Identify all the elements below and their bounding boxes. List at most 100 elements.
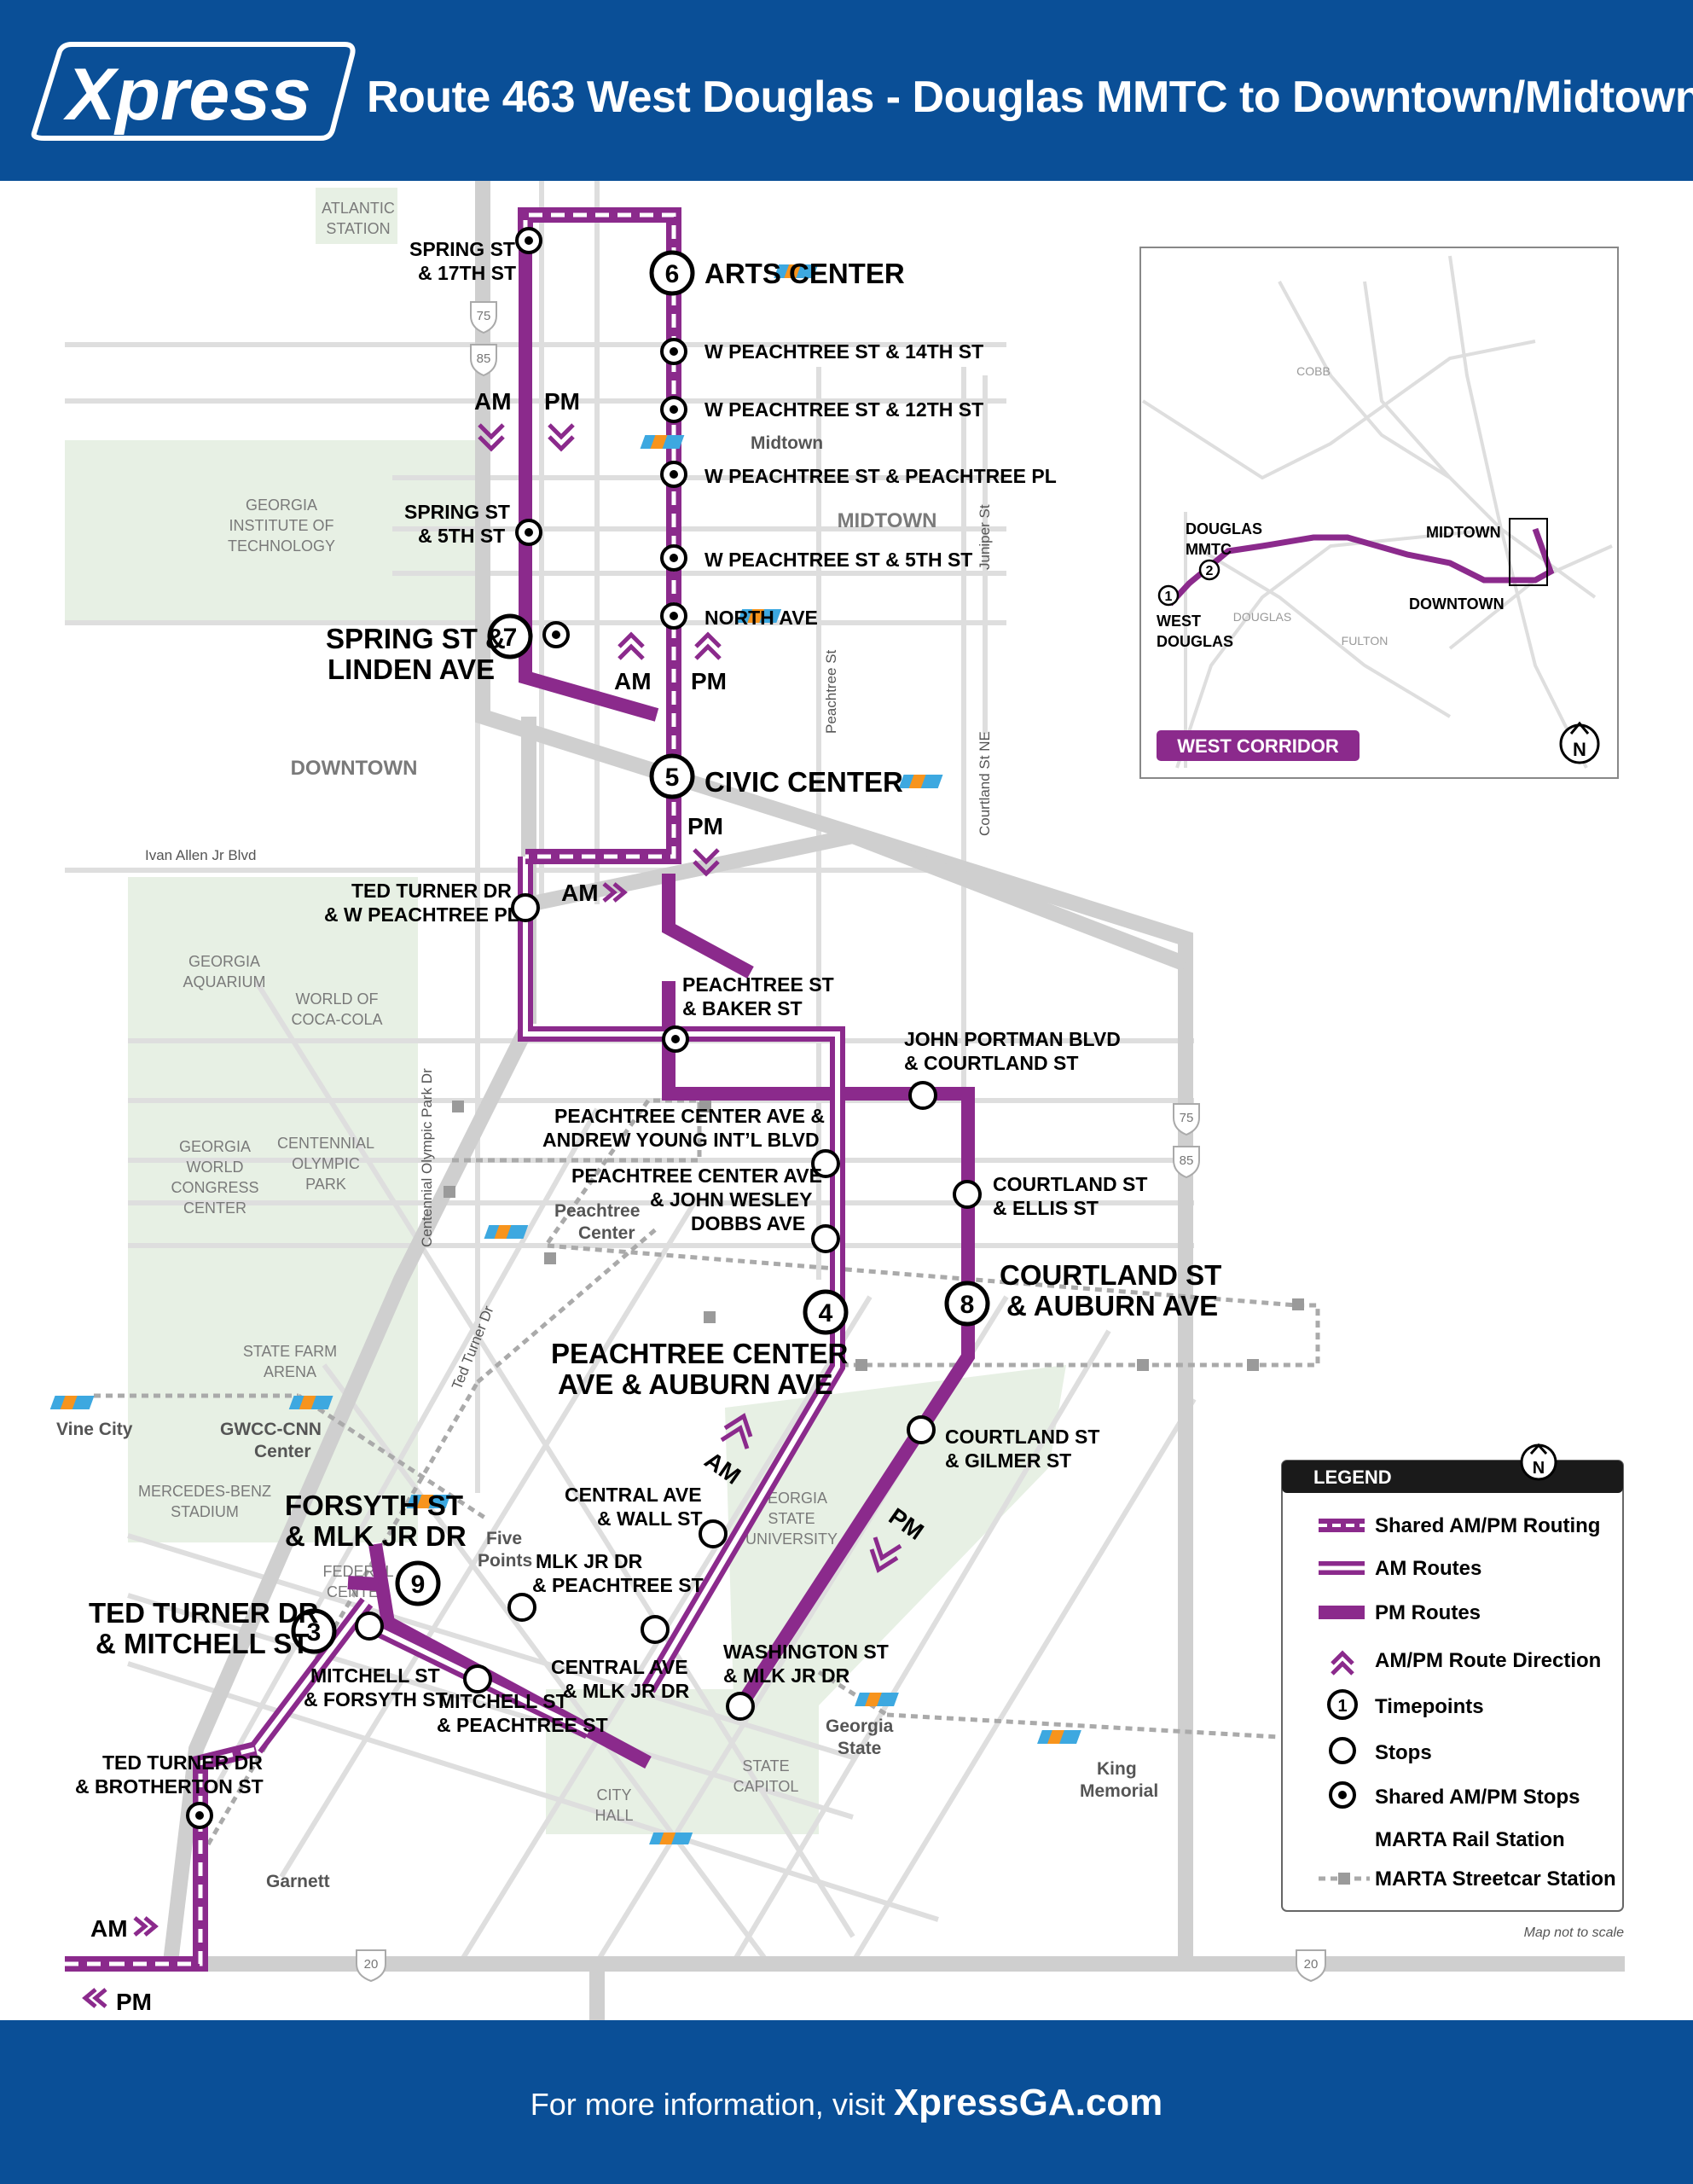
shared-route xyxy=(65,207,681,1972)
tp5-label: CIVIC CENTER xyxy=(704,766,903,798)
inset-cobb: COBB xyxy=(1296,364,1331,378)
legend-title: LEGEND xyxy=(1313,1467,1392,1488)
mlk-peachtree-1: MLK JR DR xyxy=(536,1550,643,1572)
svg-text:20: 20 xyxy=(364,1957,379,1972)
marta-icon-five-points xyxy=(406,1495,451,1508)
direction-chevrons xyxy=(82,423,902,2008)
rail-king-1: King xyxy=(1097,1759,1137,1779)
arena-2: ARENA xyxy=(264,1363,316,1380)
pm-label-up: PM xyxy=(691,668,727,694)
chevron-am-right-bottom xyxy=(133,1916,159,1937)
tp9-label-2: & MLK JR DR xyxy=(285,1520,467,1552)
inset-north-arrow-icon: N xyxy=(1559,721,1600,764)
ted-turner-brotherton-2: & BROTHERTON ST xyxy=(75,1775,264,1798)
street-courtland: Courtland St NE xyxy=(977,731,993,836)
cityhall-1: CITY xyxy=(596,1786,631,1804)
svg-text:20: 20 xyxy=(1304,1957,1319,1972)
rail-peachtree-center-2: Center xyxy=(578,1223,635,1243)
inset-stop-1: 1 xyxy=(1165,590,1173,604)
not-to-scale-note: Map not to scale xyxy=(1524,1926,1625,1940)
header-bar: Xpress Route 463 West Douglas - Douglas … xyxy=(0,0,1693,181)
chevron-pm-down-courtland xyxy=(869,1536,902,1573)
cop-1: CENTENNIAL xyxy=(277,1135,374,1152)
marta-icon-civic-center xyxy=(898,775,943,788)
midtown-label: MIDTOWN xyxy=(838,509,937,532)
am-label-north: AM xyxy=(474,388,512,415)
atlantic-station-1: ATLANTIC xyxy=(322,200,395,217)
rail-station-labels: Midtown Peachtree Center Vine City GWCC-… xyxy=(56,433,1158,1891)
tp4-label-2: AVE & AUBURN AVE xyxy=(558,1368,833,1400)
i85-shield-south: 85 xyxy=(1173,1146,1200,1179)
chevron-am-up-north xyxy=(617,631,645,660)
legend-timepoint-num: 1 xyxy=(1337,1697,1347,1716)
courtland-ellis-2: & ELLIS ST xyxy=(993,1197,1099,1219)
chevron-pm-left-bottom xyxy=(82,1988,107,2008)
gwcc-1: GEORGIA xyxy=(179,1138,251,1155)
courtland-ellis-1: COURTLAND ST xyxy=(993,1173,1147,1195)
streetcar-line xyxy=(444,1098,1320,1371)
john-portman-2: & COURTLAND ST xyxy=(904,1052,1078,1074)
cityhall-2: HALL xyxy=(594,1807,633,1824)
peachtree-baker-2: & BAKER ST xyxy=(682,997,803,1019)
timepoint-8-num: 8 xyxy=(960,1291,975,1319)
tp6-label: ARTS CENTER xyxy=(704,258,905,289)
marta-icon-gwcc xyxy=(288,1396,333,1409)
rail-gwcc-1: GWCC-CNN xyxy=(220,1420,322,1439)
footer-link[interactable]: XpressGA.com xyxy=(893,2082,1163,2123)
w-peachtree-14th: W PEACHTREE ST & 14TH ST xyxy=(704,340,983,363)
i85-shield-north: 85 xyxy=(470,344,497,377)
pca-john-wesley-2: & JOHN WESLEY xyxy=(650,1188,812,1211)
w-peachtree-12th: W PEACHTREE ST & 12TH ST xyxy=(704,398,983,421)
mitchell-peachtree-1: MITCHELL ST xyxy=(438,1690,568,1712)
tp3-label-1: TED TURNER DR xyxy=(89,1597,319,1629)
mlk-peachtree-2: & PEACHTREE ST xyxy=(532,1574,704,1596)
rail-station-icons xyxy=(49,264,1081,1744)
i20-shield-east: 20 xyxy=(1296,1949,1326,1983)
chevron-am-right-ivan xyxy=(602,882,628,903)
timepoint-labels: TED TURNER DR & MITCHELL ST PEACHTREE CE… xyxy=(89,258,1221,1659)
spring-5th-2: & 5TH ST xyxy=(418,525,505,547)
john-portman-1: JOHN PORTMAN BLVD xyxy=(904,1028,1121,1050)
cop-3: PARK xyxy=(305,1176,346,1193)
logo-text: Xpress xyxy=(63,54,311,136)
timepoint-4-num: 4 xyxy=(819,1299,833,1327)
footer-info: For more information, visit XpressGA.com xyxy=(0,2082,1693,2124)
gsu-3: UNIVERSITY xyxy=(745,1531,838,1548)
gatech-2: INSTITUTE OF xyxy=(229,517,334,534)
mitchell-forsyth-1: MITCHELL ST xyxy=(310,1664,440,1687)
legend-am: AM Routes xyxy=(1375,1557,1481,1580)
marta-rail-dashed xyxy=(94,1227,1280,1867)
gsu-2: STATE xyxy=(768,1510,815,1527)
ted-turner-brotherton-1: TED TURNER DR xyxy=(102,1751,263,1774)
gwcc-3: CONGRESS xyxy=(171,1179,258,1196)
w-peachtree-pl: W PEACHTREE ST & PEACHTREE PL xyxy=(704,465,1057,487)
capitol-2: CAPITOL xyxy=(733,1778,799,1795)
area-labels: ATLANTIC STATION GEORGIA INSTITUTE OF TE… xyxy=(138,200,936,1824)
street-ivan-allen: Ivan Allen Jr Blvd xyxy=(145,847,256,863)
stops: 3 4 5 6 7 8 9 xyxy=(186,227,990,1829)
mb-1: MERCEDES-BENZ xyxy=(138,1483,271,1500)
footer-bar xyxy=(0,2020,1693,2184)
legend-north-icon: N xyxy=(1520,1443,1557,1481)
rail-gwcc-2: Center xyxy=(254,1442,311,1461)
central-wall-2: & WALL ST xyxy=(597,1507,703,1530)
peachtree-baker-1: PEACHTREE ST xyxy=(682,973,834,996)
svg-text:75: 75 xyxy=(477,309,491,323)
timepoint-3-num: 3 xyxy=(307,1618,322,1647)
highways xyxy=(65,181,1625,2020)
street-juniper: Juniper St xyxy=(977,504,993,570)
rail-vine-city: Vine City xyxy=(56,1420,133,1439)
marta-icon-midtown xyxy=(640,435,685,449)
inset-mmtc-1: DOUGLAS xyxy=(1186,520,1262,537)
central-wall-1: CENTRAL AVE xyxy=(565,1484,702,1506)
tp7-label-2: LINDEN AVE xyxy=(328,653,495,685)
timepoint-7-num: 7 xyxy=(503,624,518,652)
svg-text:85: 85 xyxy=(1180,1153,1194,1168)
legend-stops: Stops xyxy=(1375,1741,1432,1764)
marta-icon-north-ave xyxy=(737,609,782,623)
gwcc-2: WORLD xyxy=(187,1159,244,1176)
timepoint-5-num: 5 xyxy=(665,764,680,792)
coke-1: WORLD OF xyxy=(296,990,379,1008)
inset-mmtc-2: MMTC xyxy=(1186,541,1232,558)
am-label-up: AM xyxy=(614,668,652,694)
